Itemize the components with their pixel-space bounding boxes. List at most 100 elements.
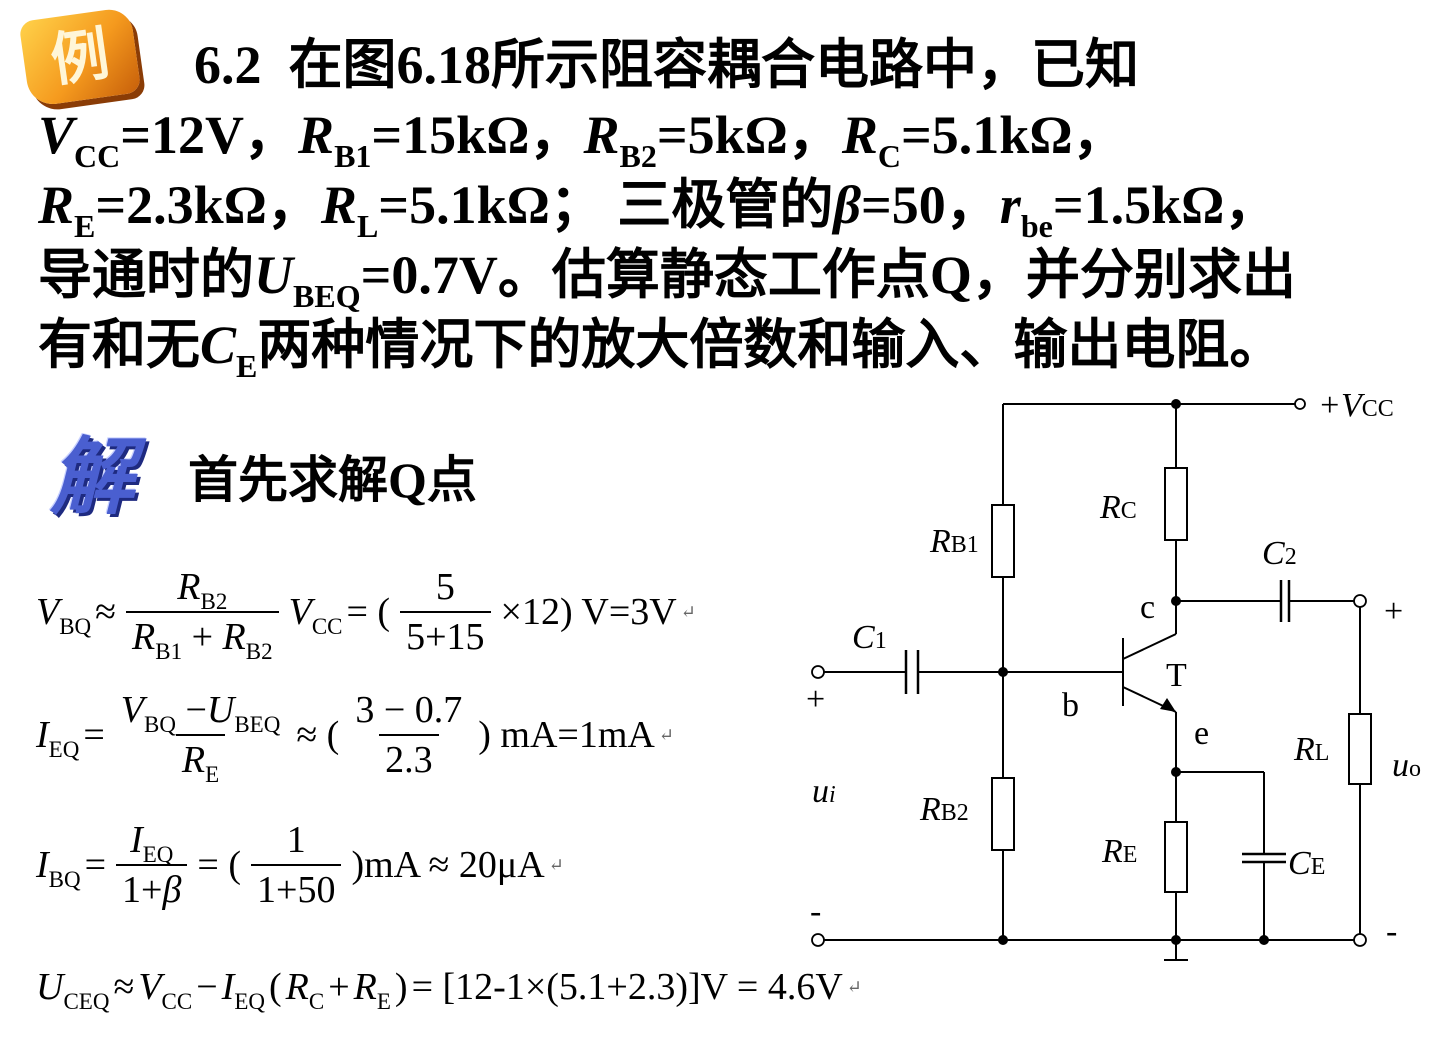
equation-vbq: VBQ ≈ RB2 RB1 + RB2 VCC = ( 5 5+15 ×12) … bbox=[36, 565, 696, 663]
eq1-den-a-sub: B1 bbox=[155, 639, 183, 664]
eq3-num-sub: EQ bbox=[142, 842, 174, 867]
eq1-den-plus: + bbox=[191, 616, 214, 658]
terminal-input-plus bbox=[811, 665, 825, 679]
line4-post: =0.7V。估算静态工作点Q，并分别求出 bbox=[360, 245, 1296, 305]
input-minus-label: - bbox=[810, 893, 821, 930]
rb2-symbol: R bbox=[583, 105, 620, 165]
junction-dot bbox=[998, 667, 1008, 677]
eq3-num-sym: I bbox=[130, 819, 143, 861]
eq4-close-paren: ) bbox=[394, 966, 408, 1008]
eq3-den-pre: 1+ bbox=[122, 869, 163, 911]
eq4-vcc: VCC bbox=[138, 965, 192, 1013]
eq2-num-b-sym: U bbox=[206, 689, 235, 731]
ubeq-sub: BEQ bbox=[293, 278, 361, 314]
eq1-vcc: VCC bbox=[288, 590, 343, 638]
eq3-lhs: IBQ bbox=[36, 843, 81, 891]
node-c-label: c bbox=[1140, 589, 1155, 626]
junction-dot bbox=[1171, 935, 1181, 945]
problem-number: 6.2 bbox=[194, 35, 262, 95]
junction-dot bbox=[1171, 596, 1181, 606]
rb1-label: RB1 bbox=[929, 523, 979, 560]
node-b-label: b bbox=[1062, 687, 1079, 724]
eq4-result: = [12-1×(5.1+2.3)]V = 4.6V bbox=[411, 966, 843, 1008]
rl-sub: L bbox=[356, 208, 379, 244]
eq1-numeric-fraction: 5 5+15 bbox=[400, 565, 491, 659]
re-sub: E bbox=[74, 208, 96, 244]
eq2-frac-denominator: RE bbox=[175, 734, 226, 786]
eq3-lhs-sym: I bbox=[36, 844, 49, 886]
eq2-lhs-sym: I bbox=[36, 714, 49, 756]
rl-value: =5.1kΩ； bbox=[378, 175, 604, 235]
eq4-lhs-sym: U bbox=[36, 966, 64, 1008]
emitter-arrow-icon bbox=[1160, 698, 1176, 712]
rc-symbol: R bbox=[841, 105, 878, 165]
junction-dot bbox=[1171, 767, 1181, 777]
solution-heading: 首先求解Q点 bbox=[188, 452, 477, 508]
problem-line-3: RE=2.3kΩ，RL=5.1kΩ； 三极管的β=50，rbe=1.5kΩ， bbox=[38, 170, 1438, 242]
eq4-vcc-sub: CC bbox=[161, 989, 193, 1014]
eq2-den-sym: R bbox=[181, 739, 206, 781]
resistor-re bbox=[1164, 821, 1188, 893]
eq3-den-beta: β bbox=[162, 869, 182, 911]
terminal-output-plus bbox=[1353, 594, 1367, 608]
eq1-vcc-sym: V bbox=[288, 591, 312, 633]
rb2-sub: B2 bbox=[619, 138, 657, 174]
ui-label: ui bbox=[812, 773, 836, 810]
vcc-sub: CC bbox=[74, 138, 121, 174]
eq1-lhs-sym: V bbox=[36, 591, 60, 633]
eq4-plus: + bbox=[328, 966, 350, 1008]
problem-statement: 6.2 在图6.18所示阻容耦合电路中，已知 VCC=12V，RB1=15kΩ，… bbox=[38, 30, 1438, 382]
resistor-rc bbox=[1164, 467, 1188, 541]
eq2-lhs: IEQ bbox=[36, 713, 79, 761]
eq3-numeric-denominator: 1+50 bbox=[251, 864, 342, 912]
ubeq-symbol: U bbox=[254, 245, 293, 305]
rb1-sub: B1 bbox=[334, 138, 372, 174]
eq1-num-sub: B2 bbox=[200, 589, 228, 614]
eq4-lhs-sub: CEQ bbox=[63, 989, 110, 1014]
eq1-result: ×12) V=3V bbox=[500, 591, 677, 633]
transistor-label: T bbox=[1166, 657, 1187, 694]
resistor-rb2 bbox=[991, 777, 1015, 851]
vcc-value: =12V， bbox=[120, 105, 299, 165]
eq1-num-sym: R bbox=[177, 566, 201, 608]
eq1-den-b-sub: B2 bbox=[245, 639, 273, 664]
ce-label: CE bbox=[1288, 845, 1325, 882]
eq2-den-sub: E bbox=[205, 762, 220, 787]
rl-label: RL bbox=[1293, 731, 1329, 768]
eq2-numeric-fraction: 3 − 0.7 2.3 bbox=[349, 688, 468, 782]
rb1-symbol: R bbox=[298, 105, 335, 165]
ce-symbol: C bbox=[200, 315, 237, 375]
re-symbol: R bbox=[38, 175, 75, 235]
output-minus-label: - bbox=[1386, 913, 1397, 950]
eq4-vcc-sym: V bbox=[138, 966, 162, 1008]
eq4-i-sub: EQ bbox=[234, 989, 265, 1014]
eq1-equals: = ( bbox=[346, 591, 391, 633]
rc-sub: C bbox=[877, 138, 902, 174]
eq1-vcc-sub: CC bbox=[311, 614, 343, 639]
re-label: RE bbox=[1101, 833, 1137, 870]
solution-badge: 解 bbox=[49, 428, 134, 526]
problem-line-4: 导通时的UBEQ=0.7V。估算静态工作点Q，并分别求出 bbox=[38, 240, 1438, 312]
eq3-equals-2: = ( bbox=[197, 844, 242, 886]
rl-symbol: R bbox=[320, 175, 357, 235]
eq4-ieq: IEQ bbox=[222, 965, 265, 1013]
problem-line-5: 有和无CE两种情况下的放大倍数和输入、输出电阻。 bbox=[38, 310, 1438, 382]
eq1-numeric-numerator: 5 bbox=[435, 566, 455, 608]
eq4-minus: − bbox=[196, 966, 218, 1008]
eq2-num-minus: − bbox=[185, 689, 207, 731]
eq1-numeric-denominator: 5+15 bbox=[400, 611, 491, 659]
beta-value: =50， bbox=[861, 175, 1000, 235]
rbe-value: =1.5kΩ， bbox=[1052, 175, 1279, 235]
eq3-frac-denominator: 1+β bbox=[116, 864, 188, 912]
eq2-approx: ≈ ( bbox=[296, 714, 340, 756]
junction-dot bbox=[1171, 399, 1181, 409]
rc-value: =5.1kΩ， bbox=[901, 105, 1127, 165]
eq2-symbolic-fraction: VBQ −UBEQ RE bbox=[115, 688, 287, 786]
eq4-re: RE bbox=[354, 965, 391, 1013]
eq3-result: )mA ≈ 20μA bbox=[351, 844, 545, 886]
eq3-equals: = bbox=[84, 844, 107, 886]
ce-sub: E bbox=[236, 348, 258, 384]
eq3-symbolic-fraction: IEQ 1+β bbox=[116, 818, 188, 912]
rb2-value: =5kΩ， bbox=[656, 105, 842, 165]
eq4-rc-sym: R bbox=[285, 966, 309, 1008]
